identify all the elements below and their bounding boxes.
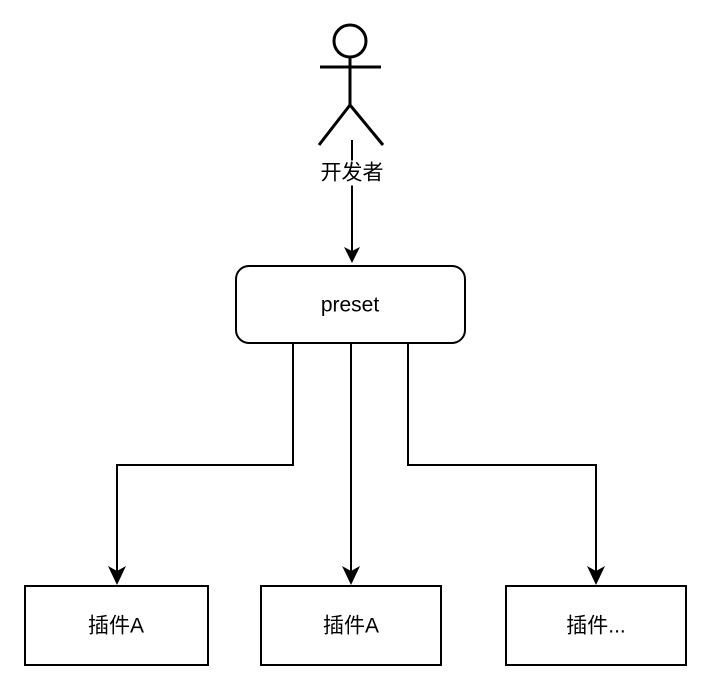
edge-preset-to-plugin-left — [108, 344, 294, 585]
node-plugin-a-left[interactable] — [24, 585, 209, 666]
node-plugin-more-right[interactable] — [505, 585, 687, 666]
actor-developer[interactable] — [317, 23, 385, 146]
actor-label-developer: 开发者 — [316, 160, 388, 186]
actor-leg-left-line — [317, 104, 352, 146]
arrow-head-icon — [342, 566, 360, 585]
arrow-head-icon — [587, 566, 605, 585]
edge-line — [407, 344, 597, 576]
edge-preset-to-plugin-middle — [342, 344, 360, 585]
actor-head-icon — [332, 23, 368, 59]
edge-preset-to-plugin-right — [407, 344, 605, 585]
node-label-preset: preset — [320, 293, 380, 317]
node-label-plugin-a-middle: 插件A — [322, 614, 380, 638]
node-label-plugin-a-left: 插件A — [87, 614, 145, 638]
node-label-plugin-more-right: 插件... — [566, 614, 626, 638]
edge-developer-to-preset — [344, 140, 360, 263]
actor-leg-right-line — [348, 104, 385, 146]
arrow-head-icon — [108, 566, 126, 585]
arrow-head-icon — [344, 247, 360, 263]
node-plugin-a-middle[interactable] — [260, 585, 442, 666]
node-preset[interactable] — [235, 265, 466, 344]
edge-line — [116, 344, 294, 576]
